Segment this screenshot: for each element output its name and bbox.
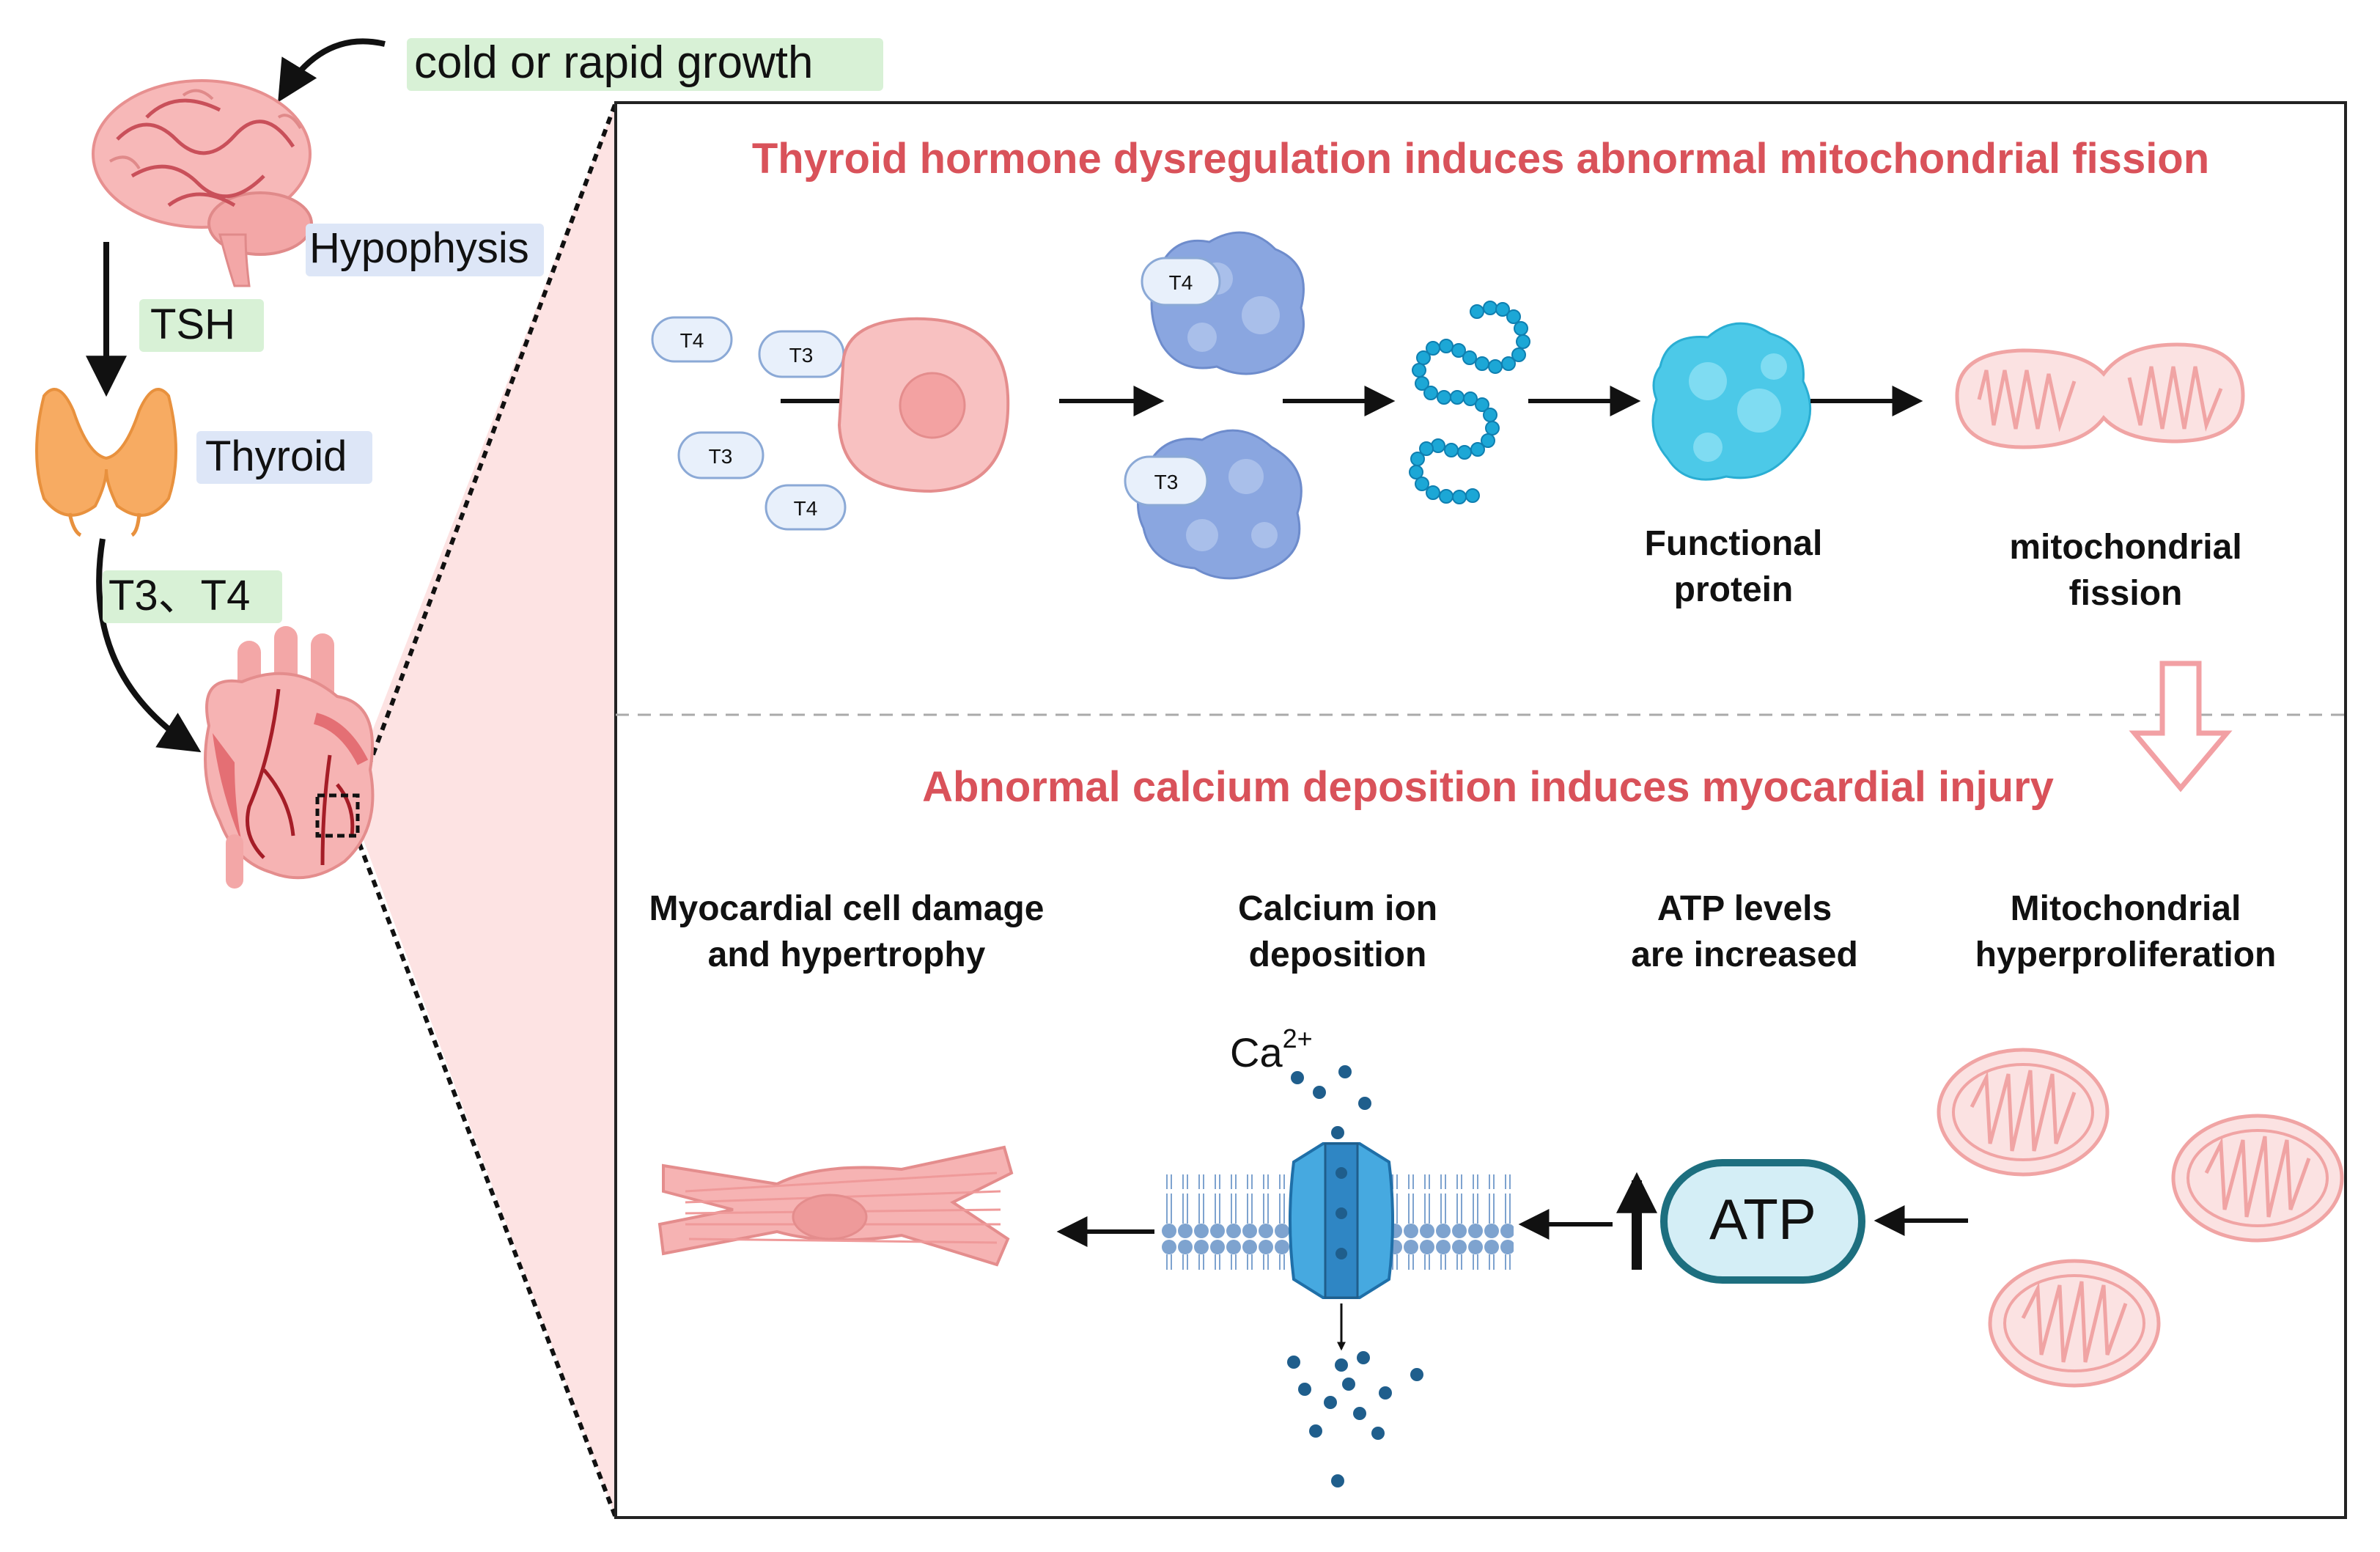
atp-box — [1660, 1159, 1865, 1284]
zoom-line-top — [357, 101, 618, 793]
mitochondrion-2-icon — [2171, 1114, 2344, 1243]
hormone-pill-1: T4 — [651, 316, 733, 363]
trigger-label-bg — [407, 38, 883, 91]
tsh-label-bg — [139, 299, 264, 352]
hormone-arrow — [96, 538, 202, 753]
mito-hyper-label-1: Mitochondrial — [2011, 889, 2241, 928]
bottom-panel-title: Abnormal calcium deposition induces myoc… — [922, 763, 2054, 811]
calcium-ions-outside — [1291, 1065, 1371, 1139]
mito-fission-label-1: mitochondrial — [2009, 528, 2241, 567]
receptor-pill-top: T4 — [1141, 257, 1221, 306]
mito-hyper-label-2: hyperproliferation — [1975, 935, 2277, 974]
myocardial-label-1: Myocardial cell damage — [649, 889, 1045, 928]
trigger-label: cold or rapid growth — [414, 37, 814, 88]
hormones-label-bg — [103, 570, 282, 623]
thyroid-label-bg — [196, 431, 372, 484]
mitochondrion-1-icon — [1937, 1048, 2110, 1177]
atp-levels-label-2: are increased — [1631, 935, 1858, 974]
functional-protein-icon — [1651, 322, 1812, 481]
myocardial-cell-icon — [657, 1145, 1014, 1267]
calcium-symbol: Ca2+ — [1230, 1023, 1313, 1075]
functional-protein-label-2: protein — [1674, 570, 1794, 609]
hormone-pill-4: T4 — [765, 484, 847, 531]
hollow-down-arrow — [2129, 661, 2233, 792]
thyroid-label: Thyroid — [205, 433, 347, 480]
atp-levels-label-1: ATP levels — [1657, 889, 1832, 928]
calcium-ions-inside — [1287, 1351, 1423, 1487]
hormones-label: T3、T4 — [108, 572, 250, 619]
svg-text:T4: T4 — [794, 497, 818, 520]
tsh-label: TSH — [150, 301, 235, 348]
amino-acid-chain-icon — [1409, 301, 1530, 504]
svg-text:T4: T4 — [1169, 271, 1193, 294]
heart-icon — [204, 626, 375, 889]
atp-text: ATP — [1709, 1187, 1816, 1251]
hypophysis-label-bg — [306, 224, 544, 276]
trigger-arrow — [278, 38, 386, 103]
svg-text:T3: T3 — [789, 344, 814, 367]
svg-text:T3: T3 — [709, 445, 733, 468]
calcium-channel-icon — [1289, 1142, 1394, 1299]
calcium-label-1: Calcium ion — [1238, 889, 1437, 928]
thyroid-icon — [35, 388, 177, 537]
mitochondrion-3-icon — [1988, 1259, 2161, 1388]
calcium-label-2: deposition — [1249, 935, 1427, 974]
hormone-pill-3: T3 — [677, 431, 765, 479]
hormone-pill-2: T3 — [758, 330, 845, 378]
zoom-wedge — [345, 103, 616, 1518]
svg-text:T3: T3 — [1154, 471, 1179, 493]
zoom-line-bottom — [357, 842, 618, 1519]
brain-icon — [92, 79, 313, 287]
myocardial-label-2: and hypertrophy — [708, 935, 986, 974]
svg-text:T4: T4 — [680, 329, 704, 352]
cell-icon — [837, 317, 1010, 493]
mito-fission-label-2: fission — [2069, 574, 2183, 613]
top-panel-title: Thyroid hormone dysregulation induces ab… — [752, 135, 2209, 183]
functional-protein-label-1: Functional — [1645, 524, 1823, 563]
hypophysis-label: Hypophysis — [309, 224, 529, 272]
receptor-pill-bottom: T3 — [1124, 455, 1209, 507]
mitochondrial-fission-icon — [1955, 342, 2245, 449]
